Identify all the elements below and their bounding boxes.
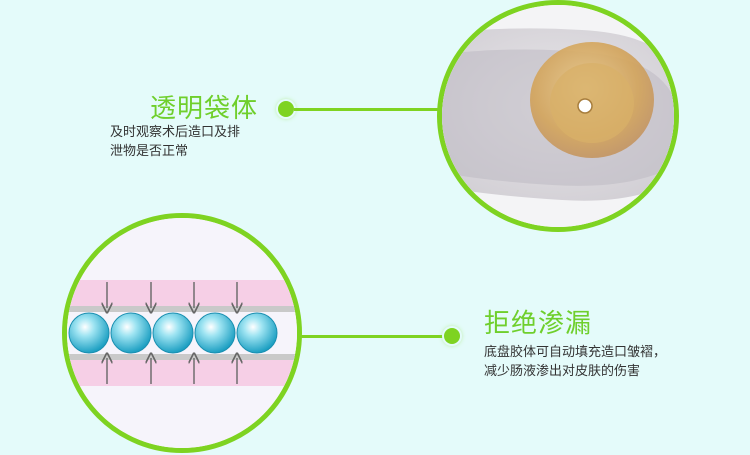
feature-description-leak-proof: 底盘胶体可自动填充造口皱褶， 减少肠液渗出对皮肤的伤害 (484, 343, 714, 381)
description-line: 及时观察术后造口及排 (110, 125, 241, 140)
transparent-pouch-photo-icon (442, 5, 674, 227)
connector-dot (278, 101, 294, 117)
feature-title-leak-proof: 拒绝渗漏 (484, 309, 593, 339)
connector-line (294, 108, 444, 111)
description-line: 减少肠液渗出对皮肤的伤害 (484, 364, 641, 379)
feature-title-transparent-pouch: 透明袋体 (150, 94, 259, 124)
leak-proof-diagram-icon (67, 218, 297, 448)
description-line: 泄物是否正常 (110, 144, 189, 159)
connector-line (300, 335, 448, 338)
connector-dot (444, 328, 460, 344)
leak-diagram-circle (62, 213, 302, 453)
feature-description-transparent-pouch: 及时观察术后造口及排 泄物是否正常 (110, 123, 260, 161)
pouch-photo-circle (437, 0, 679, 232)
description-line: 底盘胶体可自动填充造口皱褶， (484, 345, 667, 360)
